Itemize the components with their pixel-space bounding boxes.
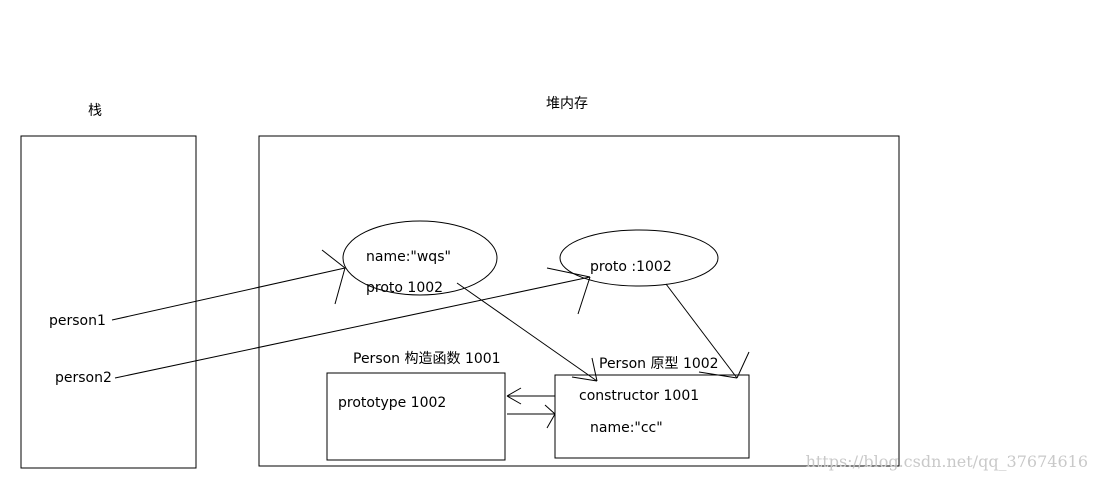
person2-object-ellipse (559, 229, 719, 287)
heap-title: 堆内存 (546, 96, 588, 112)
object2-proto-label: proto :1002 (590, 259, 672, 275)
object1-proto-arrow (456, 282, 598, 382)
person2-label: person2 (55, 370, 112, 386)
prototype-title: Person 原型 1002 (599, 356, 719, 372)
person1-label: person1 (49, 313, 106, 329)
prototype-box (554, 374, 750, 459)
person1-reference-arrow (111, 249, 346, 321)
person1-object-ellipse (342, 220, 498, 296)
prototype-forward-arrow (507, 404, 556, 429)
prototype-name-prop: name:"cc" (590, 420, 663, 436)
watermark: https://blog.csdn.net/qq_37674616 (806, 452, 1088, 471)
object2-proto-arrow (665, 283, 750, 379)
stack-title: 栈 (88, 103, 102, 119)
constructor-prototype-prop: prototype 1002 (338, 395, 446, 411)
prototype-constructor-prop: constructor 1001 (579, 388, 699, 404)
person2-reference-arrow (114, 267, 591, 379)
constructor-back-arrow (506, 387, 555, 405)
stack-box (20, 135, 197, 469)
constructor-box (326, 372, 506, 461)
object1-proto-label: proto 1002 (366, 280, 443, 296)
object1-name-label: name:"wqs" (366, 249, 451, 265)
constructor-title: Person 构造函数 1001 (353, 351, 501, 367)
